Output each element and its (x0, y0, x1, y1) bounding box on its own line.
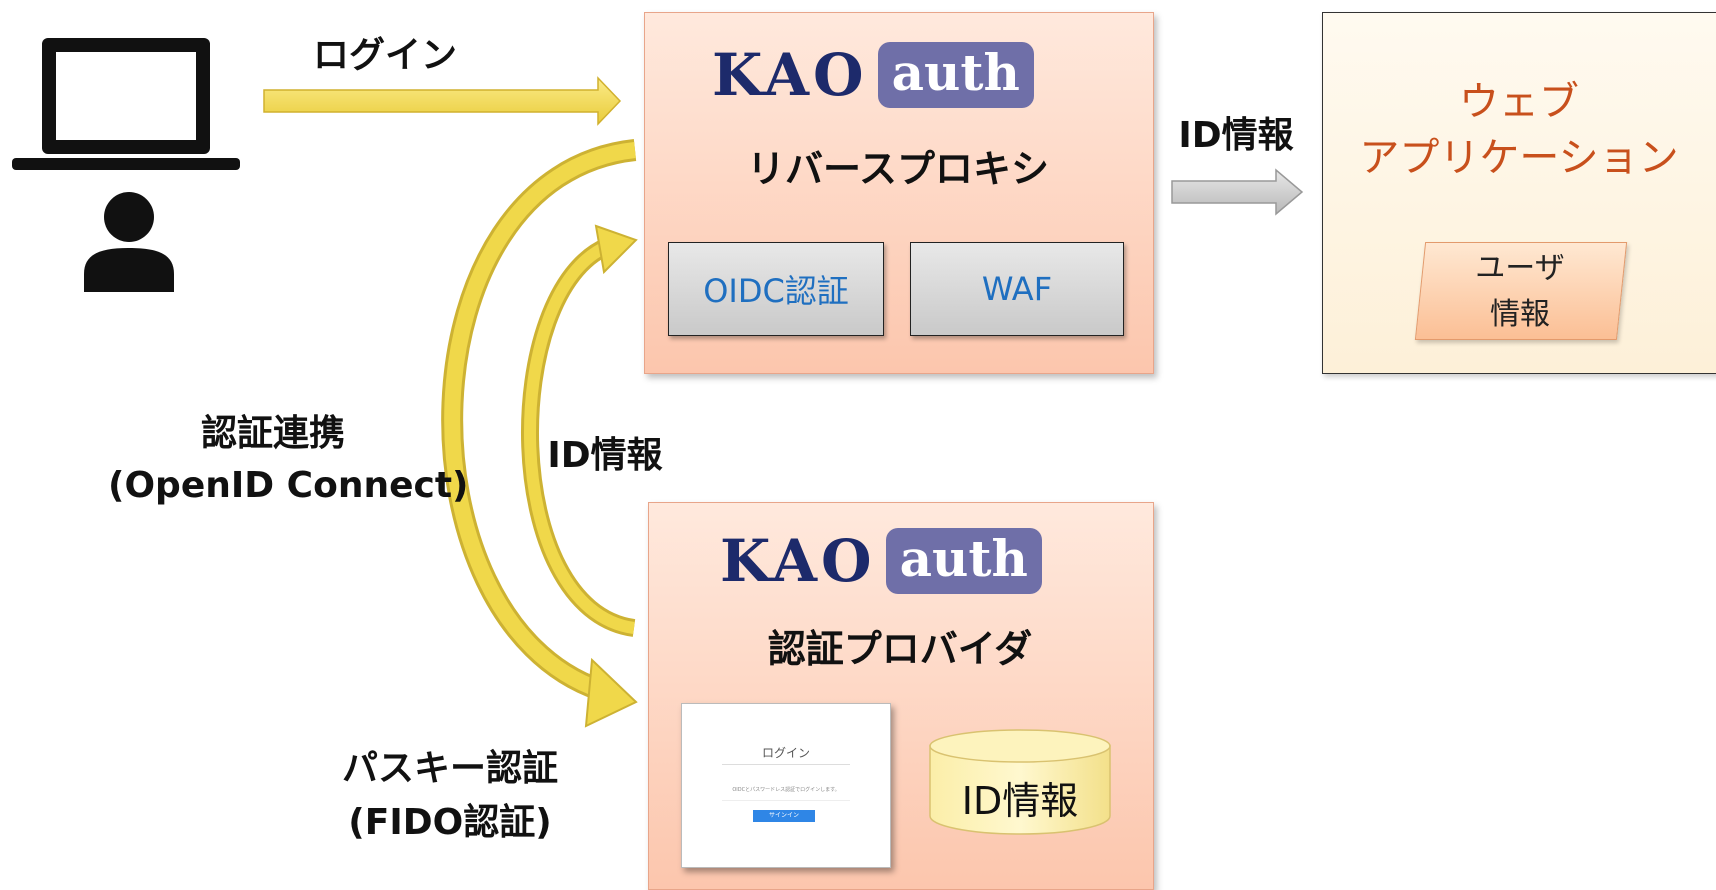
reverse-proxy-title: リバースプロキシ (746, 147, 1050, 191)
kaoauth-logo-provider: KAO auth (720, 526, 1042, 596)
passkey-label: パスキー認証 (FIDO認証) (310, 742, 590, 850)
passkey-line1: パスキー認証 (341, 748, 558, 789)
login-screen-thumbnail: ログイン OIDCとパスワードレス認証でログインします。 サインイン (681, 703, 891, 868)
login-label: ログイン (312, 35, 457, 76)
user-icon (84, 192, 174, 292)
login-screen-message: OIDCとパスワードレス認証でログインします。 (732, 787, 840, 793)
login-screen-signin-button: サインイン (753, 810, 815, 822)
id-return-label: ID情報 (547, 435, 663, 476)
login-screen-title: ログイン (761, 746, 810, 760)
federation-arrowhead (584, 657, 638, 728)
id-info-arrow (1171, 168, 1304, 216)
login-screen-divider (722, 764, 850, 765)
user-info-line1: ユーザ (1475, 251, 1565, 286)
database-label: ID情報 (961, 779, 1079, 823)
web-app-title: ウェブ アプリケーション (1322, 74, 1716, 186)
oidc-auth-module: OIDC認証 (668, 242, 884, 336)
logo-kao-text: KAO (712, 41, 868, 109)
kaoauth-logo: KAO auth (712, 40, 1034, 110)
web-app-title-line2: アプリケーション (1359, 135, 1679, 181)
id-info-label: ID情報 (1178, 115, 1294, 156)
database-icon (929, 729, 1111, 835)
logo-kao-text-provider: KAO (720, 527, 876, 595)
id-return-arrowhead (594, 224, 638, 275)
passkey-line2: (FIDO認証) (348, 802, 552, 843)
logo-auth-badge-provider: auth (885, 528, 1042, 594)
user-info-line2: 情報 (1490, 297, 1550, 332)
waf-module: WAF (910, 242, 1124, 336)
federation-line1: 認証連携 (200, 413, 345, 454)
logo-auth-badge: auth (877, 42, 1034, 108)
federation-label: 認証連携 (OpenID Connect) (108, 408, 469, 512)
login-screen-divider-2 (722, 800, 850, 801)
user-info-label: ユーザ 情報 (1420, 246, 1620, 338)
login-arrow (263, 76, 622, 126)
federation-line2: (OpenID Connect) (108, 465, 469, 506)
laptop-icon (12, 38, 240, 170)
web-app-title-line1: ウェブ (1459, 79, 1579, 125)
auth-provider-title: 認証プロバイダ (767, 627, 1033, 671)
